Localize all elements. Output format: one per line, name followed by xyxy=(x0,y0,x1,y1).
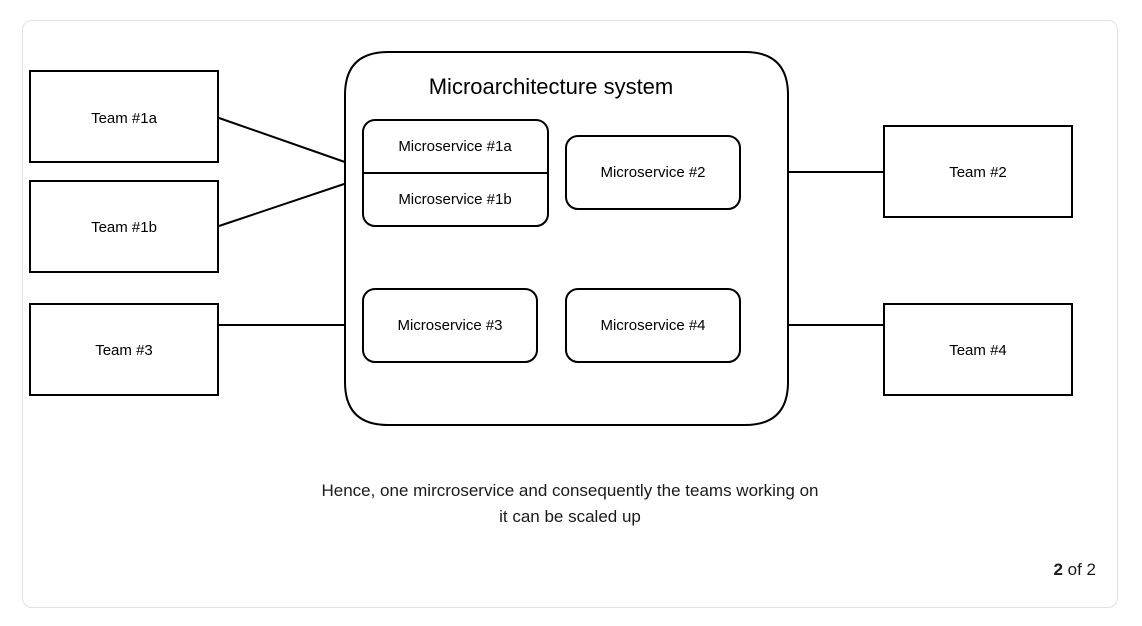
page-indicator: 2 of 2 xyxy=(1053,560,1096,580)
team-1a-label: Team #1a xyxy=(91,110,158,127)
team-1a-box[interactable] xyxy=(29,70,219,163)
team-2-label: Team #2 xyxy=(949,164,1007,181)
microservice-1b-label: Microservice #1b xyxy=(398,191,511,208)
connector-team1a-to-ms1a xyxy=(218,117,363,169)
team-4-label: Team #4 xyxy=(949,342,1007,359)
team-1b-box[interactable] xyxy=(29,180,219,273)
system-container xyxy=(344,51,789,426)
microservice-4-box[interactable] xyxy=(565,288,741,363)
team-2-box[interactable] xyxy=(883,125,1073,218)
microservice-3-box[interactable] xyxy=(362,288,538,363)
connector-team1b-to-ms1b xyxy=(218,177,363,227)
team-3-box[interactable] xyxy=(29,303,219,396)
team-1b-label: Team #1b xyxy=(91,219,157,236)
system-title: Microarchitecture system xyxy=(429,74,674,99)
team-4-box[interactable] xyxy=(883,303,1073,396)
page-separator: of xyxy=(1062,560,1087,579)
microservice-2-box[interactable] xyxy=(565,135,741,210)
microservice-2-label: Microservice #2 xyxy=(600,164,705,181)
microservice-1a-label: Microservice #1a xyxy=(398,138,512,155)
team-3-label: Team #3 xyxy=(95,342,153,359)
microservice-4-label: Microservice #4 xyxy=(600,317,705,334)
caption-line-2: it can be scaled up xyxy=(499,507,641,526)
page-total: 2 xyxy=(1086,560,1096,579)
slide-caption: Hence, one mircroservice and consequentl… xyxy=(140,478,1000,530)
microservice-3-label: Microservice #3 xyxy=(397,317,502,334)
page-current: 2 xyxy=(1053,560,1063,579)
caption-line-1: Hence, one mircroservice and consequentl… xyxy=(321,481,819,500)
